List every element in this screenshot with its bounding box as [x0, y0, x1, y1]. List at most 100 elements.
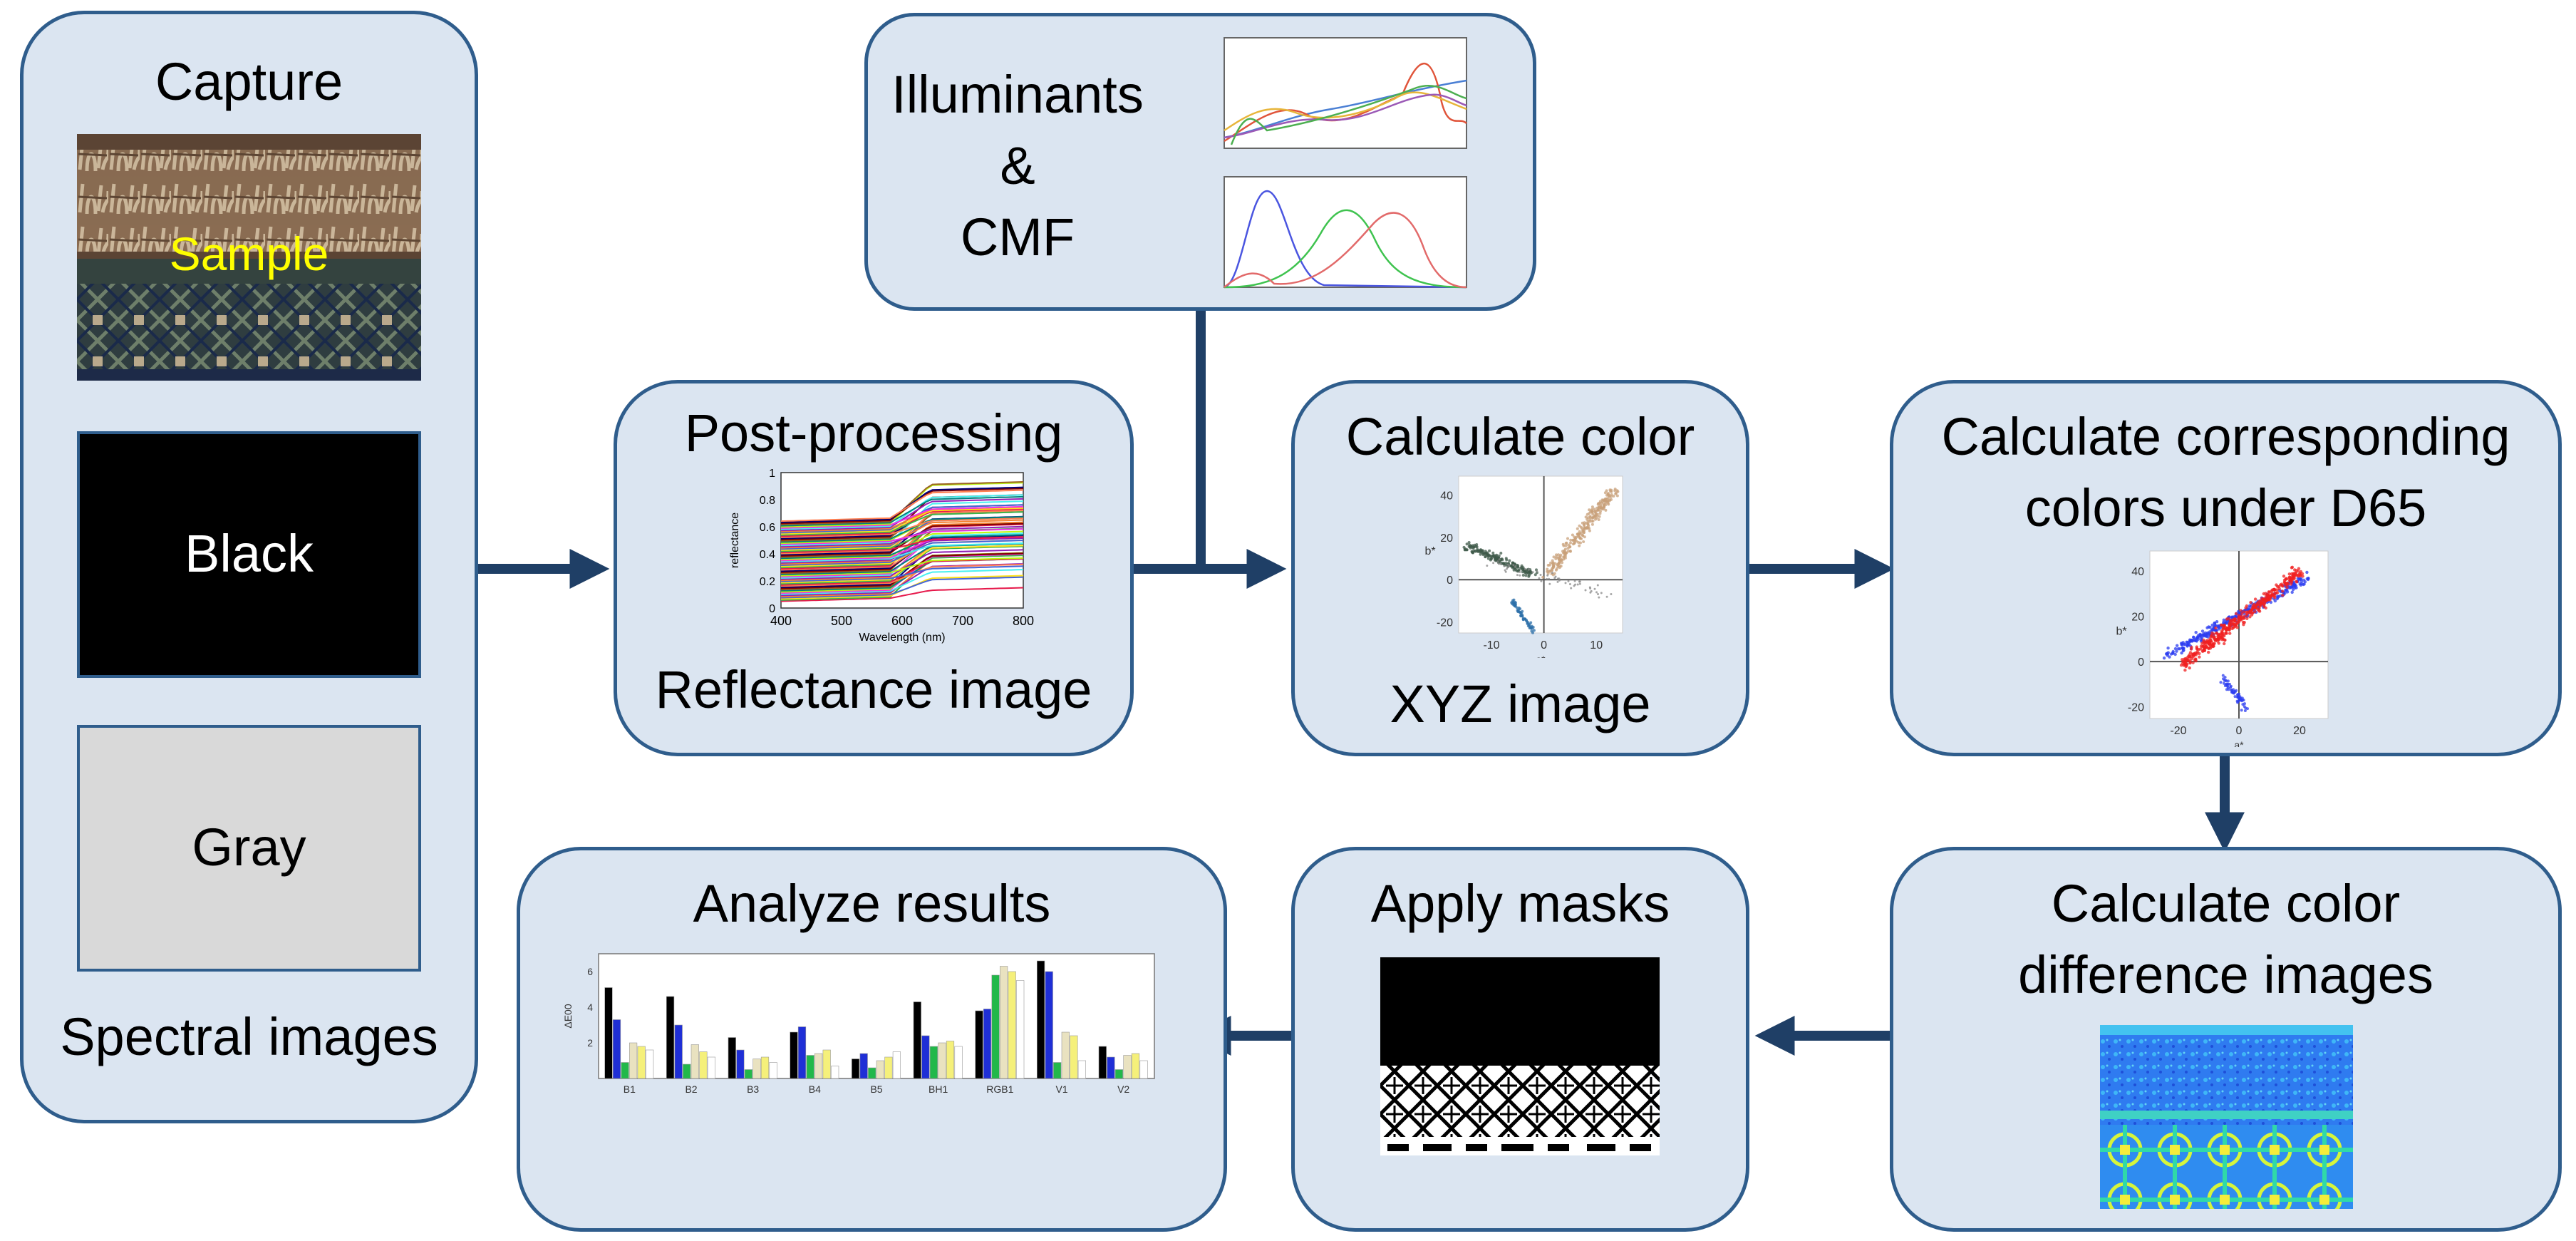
d65-scatter-point	[2223, 623, 2226, 627]
results-xtick: RGB1	[986, 1083, 1013, 1095]
d65-scatter-ylabel: b*	[2116, 626, 2126, 638]
d65-scatter-point	[2205, 626, 2209, 629]
results-bar	[1098, 1046, 1107, 1079]
xyz-scatter-ytick: -20	[1437, 617, 1453, 629]
d65-scatter-point	[2207, 650, 2210, 654]
xyz-scatter-point	[1486, 565, 1489, 567]
d65-scatter-point	[2228, 632, 2232, 635]
xyz-scatter-xlabel: a*	[1536, 654, 1546, 658]
results-bar	[921, 1035, 930, 1079]
xyz-scatter-point	[1491, 551, 1495, 555]
xyz-scatter-point	[1576, 583, 1579, 586]
d65-scatter-point	[2214, 626, 2218, 630]
xyz-scatter-point	[1590, 505, 1594, 509]
xyz-scatter-point	[1603, 491, 1607, 495]
xyz-scatter-point	[1557, 553, 1560, 557]
d65-scatter-point	[2290, 590, 2294, 594]
results-bar	[1016, 980, 1025, 1079]
xyz-scatter-point	[1532, 629, 1536, 632]
d65-scatter-point	[2215, 620, 2219, 624]
results-bar	[629, 1042, 638, 1079]
results-bar	[666, 996, 675, 1079]
xyz-scatter-point	[1499, 560, 1502, 564]
results-bar	[806, 1055, 814, 1079]
reflectance-curve	[780, 540, 1024, 566]
xyz-scatter-point	[1578, 524, 1581, 527]
results-bar	[1053, 1062, 1062, 1079]
xyz-scatter-point	[1608, 493, 1611, 497]
xyz-scatter-point	[1564, 544, 1568, 547]
xyz-scatter-point	[1564, 542, 1568, 545]
xyz-scatter-point	[1599, 510, 1602, 513]
xyz-scatter-point	[1598, 512, 1602, 515]
xyz-scatter-point	[1533, 573, 1537, 577]
xyz-scatter-point	[1521, 574, 1525, 577]
xyz-scatter-point	[1498, 558, 1501, 561]
d65-scatter-point	[2199, 647, 2203, 651]
xyz-scatter-point	[1558, 577, 1561, 580]
results-bar	[859, 1053, 868, 1079]
xyz-scatter-point	[1557, 557, 1561, 561]
xyz-scatter-point	[1607, 503, 1610, 506]
d65-scatter-xlabel: a*	[2234, 739, 2244, 747]
illuminants-box: Illuminants & CMF	[864, 13, 1536, 311]
xyz-scatter-point	[1524, 574, 1528, 577]
reflectance-ytick: 0	[769, 603, 775, 615]
d65-scatter-point	[2235, 626, 2239, 629]
analyze-results-title: Analyze results	[693, 874, 1051, 933]
d65-scatter-point	[2246, 707, 2249, 711]
d65-scatter-point	[2287, 572, 2291, 576]
reflectance-curve	[780, 505, 1024, 529]
results-bar	[983, 1009, 992, 1079]
apply-masks-title: Apply masks	[1370, 874, 1670, 933]
d65-scatter-point	[2302, 582, 2306, 586]
d65-scatter-point	[2285, 585, 2289, 589]
d65-scatter-point	[2176, 644, 2179, 647]
xyz-scatter-point	[1536, 570, 1538, 573]
d65-scatter-point	[2216, 636, 2220, 639]
xyz-scatter-point	[1502, 562, 1505, 565]
results-bar	[637, 1046, 646, 1079]
reflectance-curve	[780, 536, 1024, 554]
xyz-scatter-point	[1614, 492, 1618, 495]
xyz-scatter-point	[1609, 490, 1613, 493]
d65-scatter-point	[2294, 584, 2298, 587]
xyz-scatter-point	[1558, 579, 1561, 582]
results-bar	[728, 1037, 736, 1079]
d65-scatter-point	[2225, 682, 2229, 686]
d65-scatter-point	[2190, 645, 2193, 649]
reflectance-ylabel: reflectance	[729, 513, 741, 568]
xyz-scatter-point	[1605, 500, 1608, 503]
d65-scatter-point	[2205, 646, 2209, 649]
d65-scatter-point	[2238, 616, 2241, 619]
d65-scatter-point	[2234, 612, 2238, 616]
xyz-scatter-point	[1559, 553, 1563, 557]
xyz-scatter-point	[1539, 574, 1542, 576]
results-ytick: 6	[587, 966, 593, 977]
d65-scatter-point	[2281, 589, 2285, 593]
d65-scatter-point	[2255, 603, 2259, 607]
d65-scatter-ytick: -20	[2128, 702, 2144, 714]
d65-scatter-point	[2291, 576, 2295, 580]
xyz-scatter-point	[1517, 606, 1521, 609]
xyz-scatter-point	[1514, 565, 1516, 568]
results-xtick: B3	[747, 1083, 759, 1095]
d65-scatter-point	[2195, 647, 2199, 651]
d65-scatter-point	[2250, 611, 2254, 615]
xyz-scatter-point	[1584, 515, 1588, 519]
xyz-scatter-point	[1531, 627, 1534, 630]
d65-scatter-point	[2305, 577, 2309, 581]
d65-scatter-point	[2233, 690, 2237, 694]
results-bar	[1123, 1055, 1132, 1079]
d65-scatter-point	[2223, 676, 2227, 679]
d65-scatter-point	[2191, 655, 2195, 659]
xyz-scatter-ylabel: b*	[1424, 545, 1435, 557]
d65-scatter-point	[2226, 684, 2229, 688]
d65-scatter-point	[2173, 647, 2178, 651]
reflectance-xtick: 500	[831, 614, 852, 628]
d65-scatter-point	[2268, 594, 2272, 598]
xyz-scatter-point	[1521, 567, 1524, 571]
d65-scatter-point	[2237, 614, 2241, 617]
results-bar	[797, 1026, 807, 1079]
